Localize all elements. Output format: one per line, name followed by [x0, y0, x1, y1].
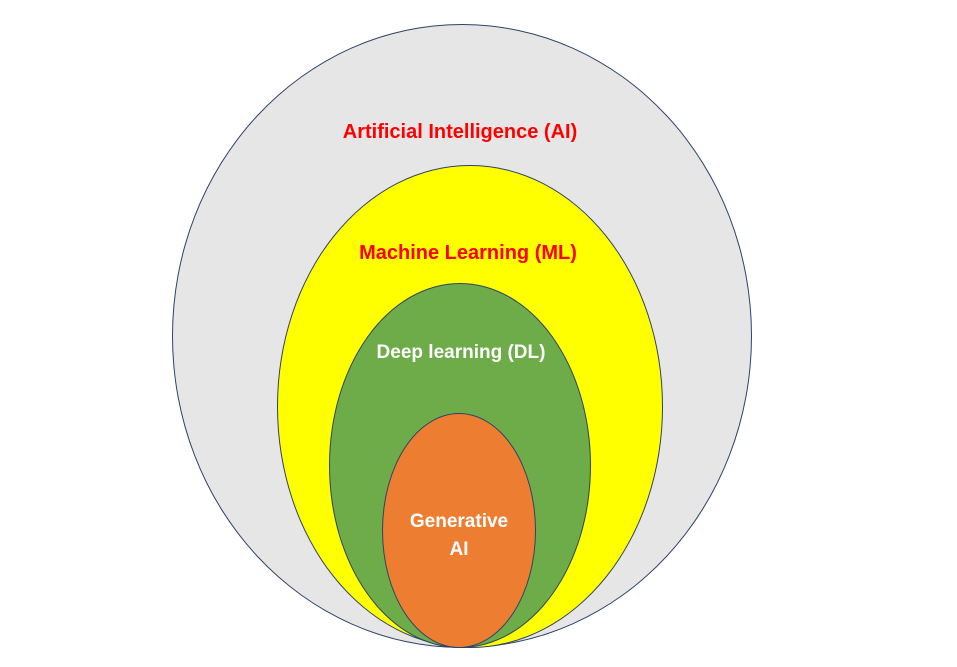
generative-ai-label-line2: AI: [449, 539, 469, 560]
generative-ai-label: Generative AI: [410, 508, 508, 564]
generative-ai-label-line1: Generative: [409, 511, 509, 532]
generative-ai-ellipse: [382, 413, 536, 648]
machine-learning-label: Machine Learning (ML): [359, 242, 577, 264]
deep-learning-label: Deep learning (DL): [376, 342, 546, 363]
artificial-intelligence-label: Artificial Intelligence (AI): [342, 121, 578, 143]
